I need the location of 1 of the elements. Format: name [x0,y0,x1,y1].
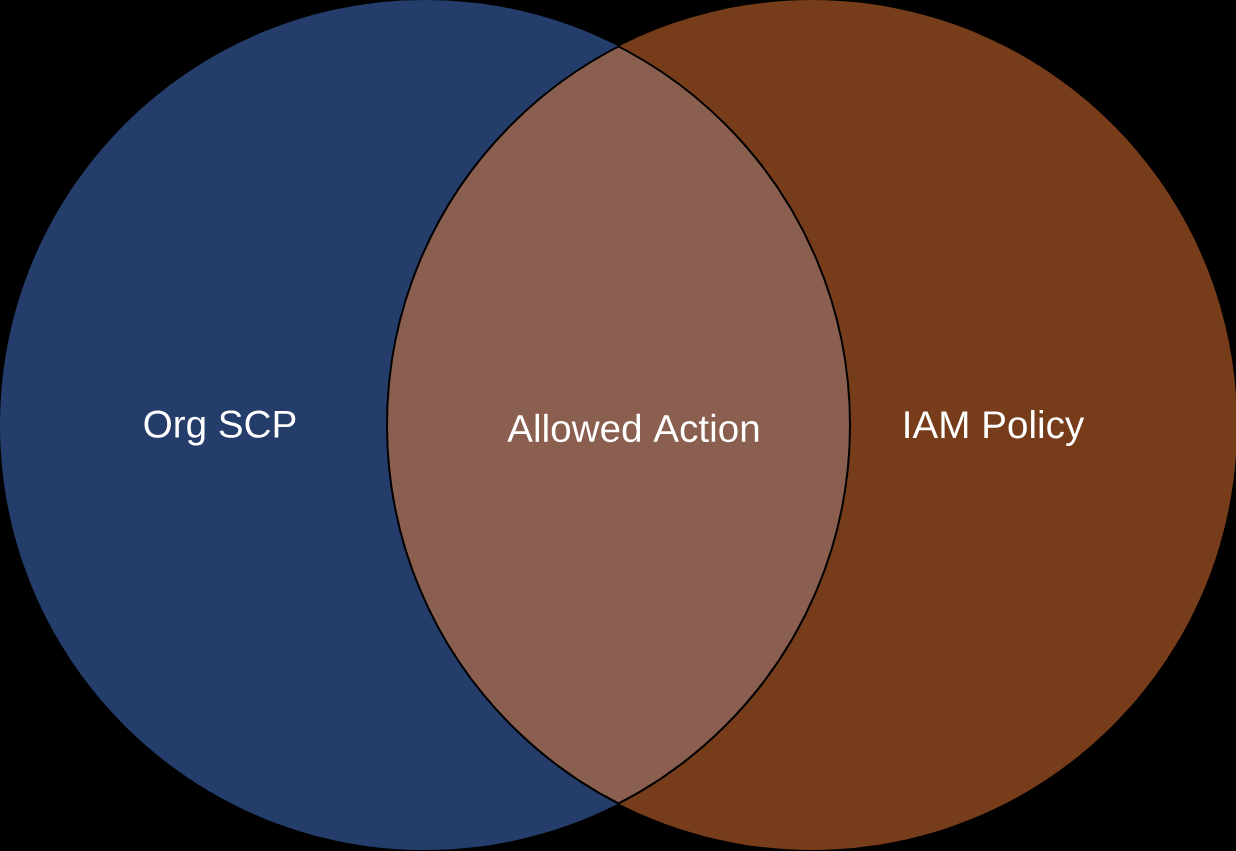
overlap-region: Allowed Action [386,0,851,850]
